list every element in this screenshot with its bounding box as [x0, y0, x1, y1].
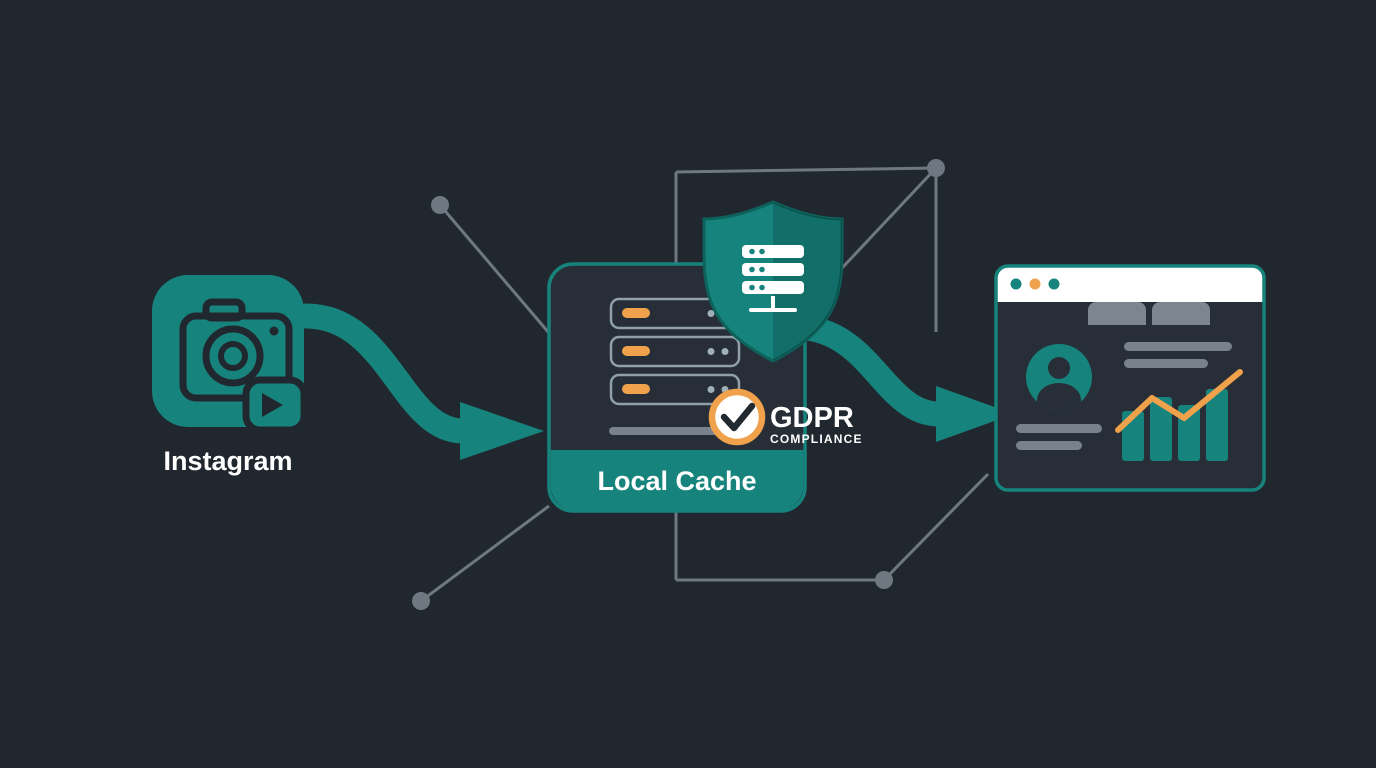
- bar-chart-icon: [1115, 369, 1243, 461]
- window-control-dots: [1010, 278, 1060, 290]
- browser-toolbar: [996, 266, 1264, 302]
- checkmark-icon: [708, 388, 766, 446]
- browser-window: [994, 264, 1266, 492]
- server-icon: [742, 245, 804, 312]
- user-icon: [1026, 344, 1092, 410]
- network-node: [927, 159, 945, 177]
- shield-icon: [702, 200, 844, 363]
- connector-lines: [412, 159, 990, 610]
- flow-arrow-source-to-cache: [293, 303, 544, 460]
- flow-arrow-cache-to-dashboard: [794, 315, 1014, 442]
- trend-line-icon: [1115, 369, 1243, 433]
- play-icon: [242, 376, 308, 434]
- gdpr-title: GDPR: [770, 402, 854, 434]
- browser-tabs: [1088, 302, 1210, 325]
- gdpr-subtitle: COMPLIANCE: [770, 432, 863, 446]
- cache-title-bar: [550, 450, 804, 510]
- gdpr-badge: [708, 388, 766, 446]
- network-node: [875, 571, 893, 589]
- server-row: [609, 335, 741, 368]
- source-label: Instagram: [163, 446, 292, 476]
- network-node: [412, 592, 430, 610]
- text-placeholder-lines: [1016, 342, 1232, 450]
- network-node: [431, 196, 449, 214]
- cache-label: Local Cache: [597, 466, 756, 496]
- camera-icon: [179, 298, 293, 402]
- instagram-icon: [152, 275, 308, 434]
